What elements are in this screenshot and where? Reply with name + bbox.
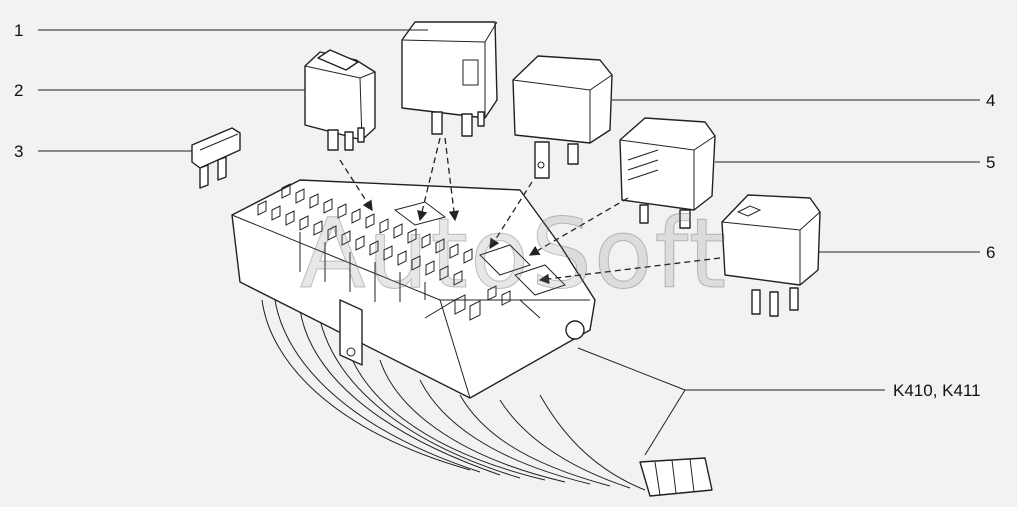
callout-3: 3 [14,142,24,161]
relay-4 [512,55,613,179]
callout-2: 2 [14,81,24,100]
relay-1 [401,21,498,137]
relay-2 [304,49,376,151]
placement-arrows [339,137,721,285]
wire-harness [261,299,713,497]
callout-k410-k411: K410, K411 [893,381,981,400]
callout-4: 4 [986,91,996,110]
callout-1: 1 [14,21,24,40]
callout-5: 5 [986,153,996,172]
blade-fuse-3 [191,127,241,189]
relay-5 [619,117,716,229]
leader-lines [38,29,980,456]
callout-6: 6 [986,243,996,262]
fuse-box [231,179,596,399]
relay-6 [721,194,821,317]
watermark: AutoSoft [299,198,729,311]
